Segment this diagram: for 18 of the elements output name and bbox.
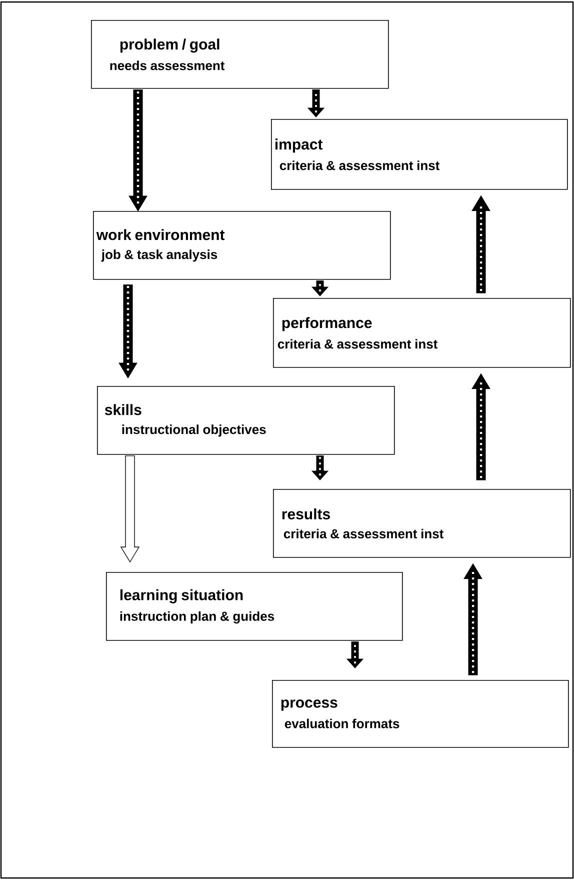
arrow: [120, 455, 140, 563]
arrow: [312, 280, 328, 296]
process-box: work environment job & task analysis: [93, 210, 391, 280]
process-box: learning situation instruction plan & guides: [106, 572, 403, 641]
arrow: [308, 90, 324, 118]
arrow: [118, 284, 138, 378]
process-box: impact criteria & assessment inst: [271, 119, 568, 190]
process-box: problem / goal needs assessment: [91, 20, 389, 89]
arrow: [128, 90, 148, 212]
process-box: skills instructional objectives: [97, 386, 395, 455]
arrow: [472, 374, 490, 480]
process-box: process evaluation formats: [272, 680, 569, 748]
arrow: [312, 456, 328, 480]
arrow: [464, 564, 482, 676]
arrow: [472, 196, 490, 294]
arrow: [346, 642, 364, 668]
process-box: performance criteria & assessment inst: [273, 298, 571, 368]
process-box: results criteria & assessment inst: [273, 489, 571, 558]
